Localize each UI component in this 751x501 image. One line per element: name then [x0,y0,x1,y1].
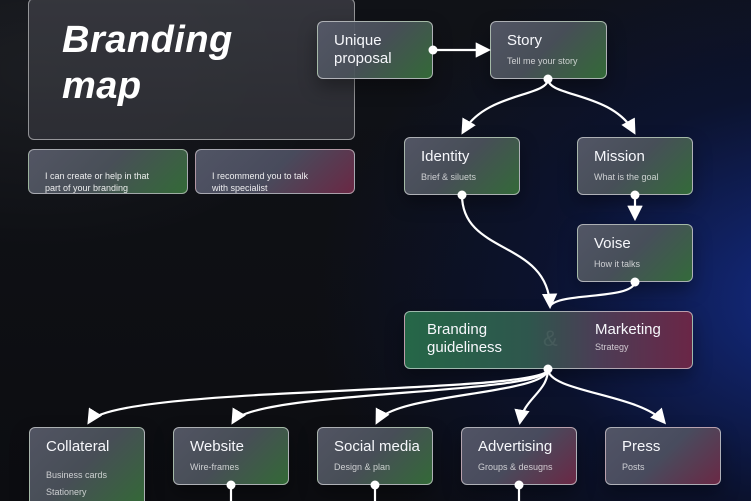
node-mission[interactable]: Mission What is the goal [577,137,693,195]
node-social-media-title: Social media [334,438,420,455]
node-branding-guideliness-marketing[interactable]: Branding guideliness Marketing Strategy [404,311,693,369]
node-voise-subtitle: How it talks [594,259,641,269]
node-voise-title: Voise [594,235,631,252]
edge-unique-to-story [428,42,492,58]
node-press[interactable]: Press Posts [605,427,721,485]
node-identity-title: Identity [421,148,470,165]
page-title: Branding map [62,19,233,107]
node-advertising-subtitle: Groups & desugns [478,462,553,472]
legend-red-text: I recommend you to talk with specialist [212,171,309,193]
node-website-title: Website [190,438,244,455]
node-unique-proposal-title: Unique proposal [334,32,392,67]
node-collateral-title: Collateral [46,438,110,455]
node-mission-subtitle: What is the goal [594,172,659,182]
node-story-title: Story [507,32,543,49]
node-press-subtitle: Posts [622,462,645,472]
node-marketing-subtitle: Strategy [595,342,629,352]
node-branding-guideliness-title: Branding guideliness [427,321,503,356]
edge-story-branches [461,74,636,135]
title-card: Branding map [28,0,355,140]
legend-green-text: I can create or help in that part of you… [45,171,150,193]
node-collateral[interactable]: Collateral Business cards Stationery [29,427,145,501]
node-story-subtitle: Tell me your story [507,56,578,66]
edge-guideliness-to-channels [87,364,667,426]
node-story[interactable]: Story Tell me your story [490,21,607,79]
legend-green: I can create or help in that part of you… [28,149,188,194]
node-advertising-title: Advertising [478,438,553,455]
node-collateral-subtitle: Business cards Stationery [46,470,108,497]
node-social-media-subtitle: Design & plan [334,462,391,472]
node-website[interactable]: Website Wire-frames [173,427,289,485]
node-press-title: Press [622,438,661,455]
node-identity[interactable]: Identity Brief & siluets [404,137,520,195]
node-advertising[interactable]: Advertising Groups & desugns [461,427,577,485]
node-voise[interactable]: Voise How it talks [577,224,693,282]
node-identity-subtitle: Brief & siluets [421,172,477,182]
node-mission-title: Mission [594,148,645,165]
legend-red: I recommend you to talk with specialist [195,149,355,194]
node-website-subtitle: Wire-frames [190,462,239,472]
edge-identity-to-guideliness [457,190,558,310]
node-social-media[interactable]: Social media Design & plan [317,427,433,485]
node-marketing-title: Marketing [595,321,661,338]
node-unique-proposal[interactable]: Unique proposal [317,21,433,79]
